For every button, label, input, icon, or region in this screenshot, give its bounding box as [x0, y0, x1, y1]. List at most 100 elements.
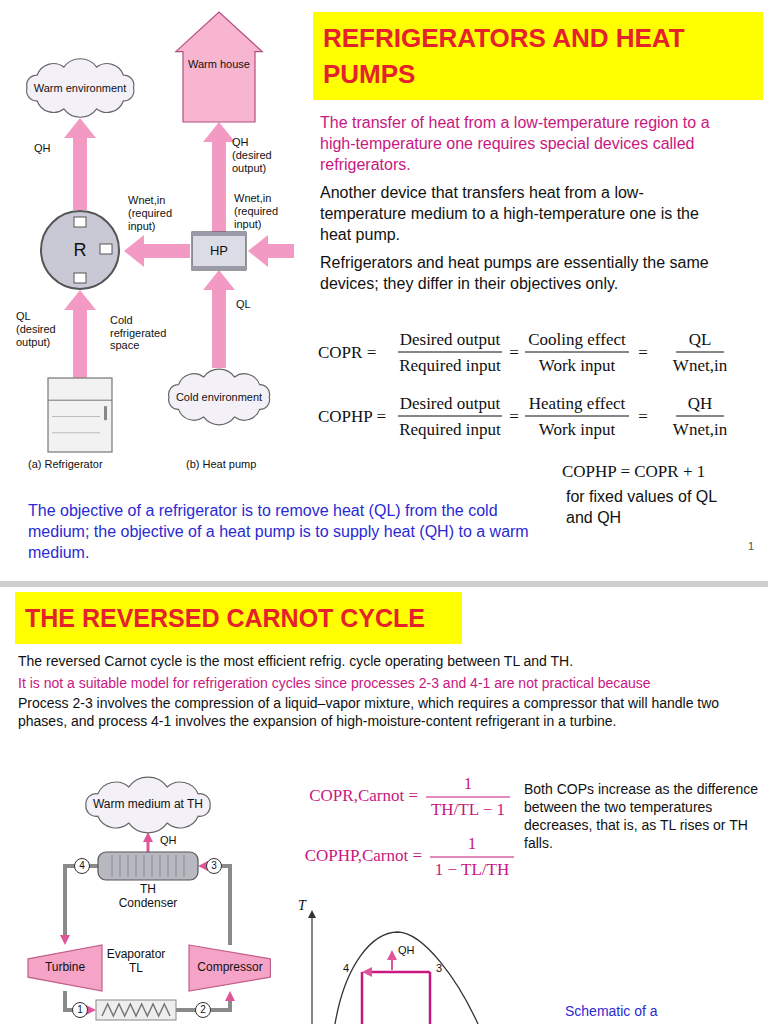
node-text: Cold environment [160, 368, 278, 426]
condenser-body [98, 852, 198, 880]
state-number: 3 [436, 962, 442, 975]
equation-term: Work input [522, 420, 632, 440]
condenser-unit: THCondenser [98, 852, 198, 880]
refrigerator-unit: R [40, 210, 120, 290]
edge-label: QL (desired output) [16, 310, 70, 349]
body-text: It is not a suitable model for refrigera… [18, 674, 763, 692]
component-symbol [74, 273, 86, 283]
temperature-axis [311, 918, 312, 1024]
compressor-shape: Compressor [189, 945, 270, 991]
state-number: 1 [72, 1002, 88, 1018]
cycle-line [361, 972, 364, 1024]
node-text: Warm medium at TH [77, 778, 219, 832]
body-text: The transfer of heat from a low-temperat… [320, 112, 720, 175]
condenser-fin [112, 855, 113, 877]
node-label: TL [96, 962, 176, 976]
fridge-body [48, 378, 112, 452]
node-label: Condenser [98, 897, 198, 911]
turbine-outline [28, 945, 102, 991]
slide-title: REFRIGERATORS AND HEAT PUMPS [313, 12, 763, 100]
node-label: Compressor [197, 961, 262, 975]
equation-term: Wnet,in [660, 420, 740, 440]
heat-flow-arrow [73, 138, 87, 210]
fraction-bar [676, 415, 724, 416]
node-text: EvaporatorTL [96, 948, 176, 976]
node-label: Cold environment [176, 391, 262, 404]
equation-term: Required input [395, 420, 505, 440]
state-number: 4 [343, 962, 349, 975]
condenser-fin [176, 855, 177, 877]
node-label: Warm house [188, 58, 250, 71]
unit-circle [41, 211, 119, 289]
unit-trim [192, 266, 246, 270]
saturation-dome [335, 932, 478, 1024]
evaporator-box [96, 1000, 176, 1020]
equation-term: Heating effect [522, 394, 632, 414]
condenser-fin [152, 855, 153, 877]
condenser-fin [136, 855, 137, 877]
equation-term: COPR = [318, 343, 376, 363]
node-text: Warm house [174, 12, 264, 122]
equation-term: Desired output [395, 330, 505, 350]
state-number: 2 [195, 1002, 211, 1018]
equation-term: = [636, 407, 650, 427]
node-text: R [40, 210, 120, 290]
node-label: R [74, 240, 87, 261]
cloud-shape: Warm environment [18, 58, 143, 118]
fraction-bar [430, 856, 514, 857]
turbine-shape: Turbine [28, 945, 102, 991]
state-number: 4 [74, 858, 90, 874]
equation-term: 1 [426, 774, 510, 794]
diagram-label: Wnet,in (required input) [128, 194, 180, 233]
node-label: Warm medium at TH [93, 798, 203, 812]
equation-term: COPHP,Carnot = [292, 846, 422, 866]
refrigerant-pipe [65, 866, 98, 935]
equation-term: 1 [430, 834, 514, 854]
node-text: Compressor [189, 945, 270, 991]
fraction-bar [676, 351, 724, 352]
page-number: 1 [748, 540, 754, 552]
edge-label: QH [158, 834, 179, 847]
equation-term: Wnet,in [660, 356, 740, 376]
cycle-line [372, 971, 430, 974]
condenser-fin [160, 855, 161, 877]
fridge-shelf [52, 416, 100, 417]
cloud-shape: Cold environment [160, 368, 278, 426]
body-text: for fixed values of QL and QH [566, 486, 736, 528]
node-text: THCondenser [98, 883, 198, 911]
component-symbol [100, 244, 112, 254]
body-text: The reversed Carnot cycle is the most ef… [18, 652, 763, 670]
equation-term: = [507, 407, 521, 427]
compressor-outline [189, 945, 270, 991]
node-shape [98, 852, 198, 880]
node-text: HP [192, 232, 246, 270]
evaporator-coil: EvaporatorTL [96, 1000, 176, 1020]
edge-label: QL [236, 298, 251, 311]
slide-title: THE REVERSED CARNOT CYCLE [15, 592, 462, 644]
condenser-fin [144, 855, 145, 877]
equation-term: Required input [395, 356, 505, 376]
body-text: Schematic of a [565, 1002, 658, 1020]
body-text: Process 2-3 involves the compression of … [18, 694, 763, 730]
house-shape: Warm house [174, 12, 264, 122]
node-shape [38, 378, 122, 452]
refrigerant-pipe [208, 866, 230, 945]
house-outline [176, 12, 262, 122]
component-symbol [74, 217, 86, 227]
equation-term: Cooling effect [522, 330, 632, 350]
cloud-outline [86, 777, 210, 833]
fraction-bar [398, 351, 502, 352]
equation-term: 1 − TL/TH [430, 860, 514, 880]
equation-term: COPHP = COPR + 1 [562, 462, 705, 482]
fraction-bar [525, 351, 629, 352]
equation-term: COPR,Carnot = [300, 786, 418, 806]
node-label: TH [98, 883, 198, 897]
node-shape [96, 1000, 176, 1020]
heat-flow-arrow [147, 842, 150, 852]
diagram-label: Wnet,in (required input) [234, 192, 290, 231]
heat-arrow [391, 960, 393, 970]
freezer-line [48, 400, 112, 401]
node-text: Turbine [28, 945, 102, 991]
heat-flow-arrow [212, 142, 226, 232]
